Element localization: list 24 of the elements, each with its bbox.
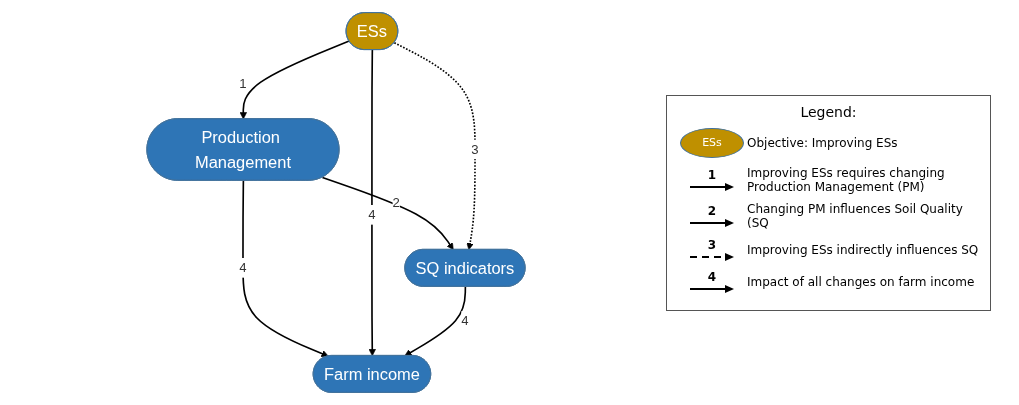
legend-text: Improving ESs indirectly influences SQ (747, 242, 979, 257)
arrow (321, 176, 454, 251)
edge-label: 4 (461, 313, 469, 328)
edge-label: 1 (239, 76, 247, 91)
legend-text: Impact of all changes on farm income (747, 274, 975, 289)
arrow (393, 42, 476, 251)
edge-label: 4 (368, 207, 376, 222)
legend-number: 3 (707, 237, 717, 252)
arrow (368, 49, 376, 357)
legend-swatch: ESs (680, 127, 744, 158)
edge-label: 3 (471, 142, 479, 157)
edge-label: 4 (239, 260, 247, 275)
legend-number: 1 (707, 167, 717, 182)
edge-label: 2 (392, 195, 400, 210)
legend-number: 4 (707, 269, 717, 284)
flow-diagram: 1 2 3 4 4 4 Production Management ESs SQ indicators Farm income (6, 6, 666, 399)
legend-text: Improving ESs requires changing Production Management (PM) (747, 165, 946, 194)
legend-number: 2 (707, 203, 717, 218)
legend-text: Objective: Improving ESs (747, 135, 898, 150)
legend-title: Legend: (799, 103, 858, 120)
arrow (242, 179, 329, 358)
arrow (404, 285, 467, 357)
legend-text: Changing PM influences Soil Quality (SQ (747, 201, 964, 230)
arrow (239, 40, 350, 120)
